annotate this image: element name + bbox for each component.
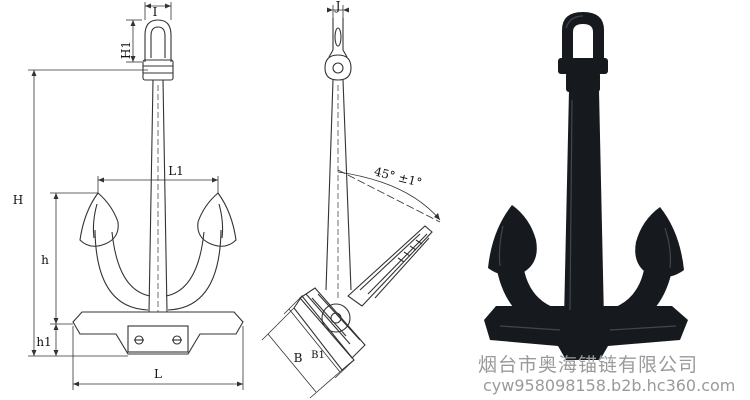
side-shackle-eye: [324, 54, 352, 81]
front-view: [72, 19, 244, 355]
photo-fluke-left: [488, 205, 537, 276]
label-I: I: [153, 5, 158, 19]
front-shank: [148, 79, 168, 313]
front-fluke-right: [197, 192, 237, 247]
photo-shackle: [562, 12, 604, 62]
label-H: H: [13, 193, 23, 207]
front-arms: [94, 229, 222, 311]
watermark-company: 烟台市奥海锚链有限公司: [478, 354, 699, 376]
side-fluke-arm: [347, 225, 433, 307]
side-shank: [325, 79, 352, 291]
label-h: h: [41, 253, 49, 267]
label-B1: B1: [311, 350, 325, 361]
label-L1: L1: [168, 164, 184, 178]
side-view: [293, 18, 441, 371]
photo-shank: [564, 90, 604, 320]
label-J: J: [334, 0, 341, 13]
side-arrowheads: [327, 7, 440, 220]
front-arrowheads: [31, 3, 243, 387]
front-shackle: [144, 19, 172, 62]
label-h1: h1: [36, 335, 51, 349]
watermark-url: cyw958098158.b2b.hc360.com: [483, 376, 736, 395]
anchor-photo: [484, 12, 688, 360]
photo-crown: [484, 306, 688, 360]
photo-highlights: [498, 15, 677, 331]
side-dimensions: [261, 5, 355, 399]
label-B: B: [294, 351, 303, 365]
front-fluke-left: [79, 192, 119, 247]
side-crown: [299, 287, 366, 359]
label-H1: H1: [119, 41, 133, 59]
label-angle: 45° ±1°: [373, 164, 424, 189]
photo-fluke-right: [635, 207, 684, 278]
front-dimensions: [28, 2, 244, 390]
label-L: L: [154, 367, 162, 381]
front-crown: [72, 311, 244, 355]
